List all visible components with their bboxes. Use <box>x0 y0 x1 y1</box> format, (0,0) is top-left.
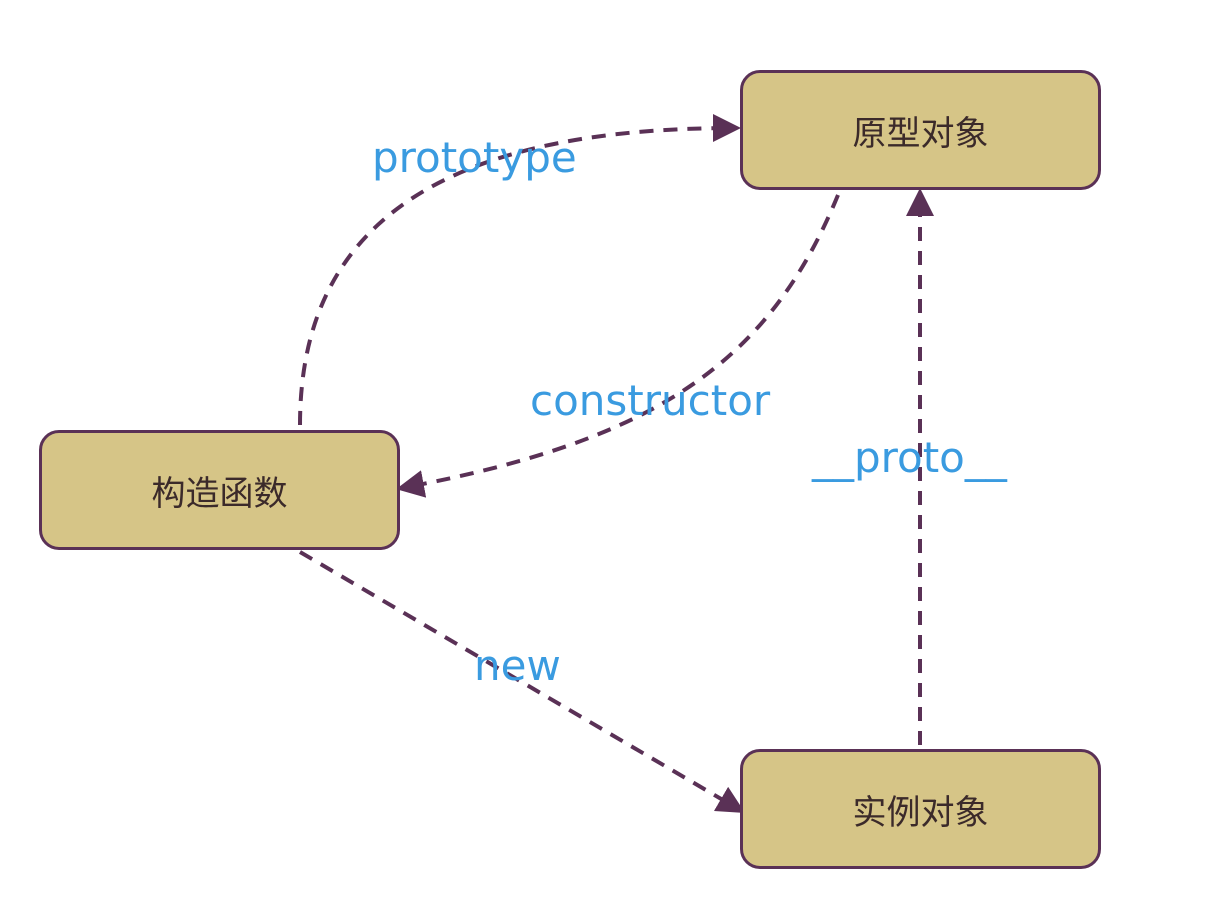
prototype-label: prototype <box>372 133 577 182</box>
new-arrow <box>298 550 746 814</box>
prototype-arrow <box>298 114 741 426</box>
prototype-object-node: 原型对象 <box>740 70 1101 190</box>
instance-object-node: 实例对象 <box>740 749 1101 869</box>
constructor-label: constructor <box>530 376 771 425</box>
prototype-object-label: 原型对象 <box>852 113 989 154</box>
constructor-arrow <box>396 194 840 498</box>
constructor-function-label: 构造函数 <box>151 473 288 514</box>
instance-object-label: 实例对象 <box>852 792 989 833</box>
proto-label: __proto__ <box>811 433 1008 482</box>
new-label: new <box>474 641 561 690</box>
constructor-function-node: 构造函数 <box>39 430 400 550</box>
